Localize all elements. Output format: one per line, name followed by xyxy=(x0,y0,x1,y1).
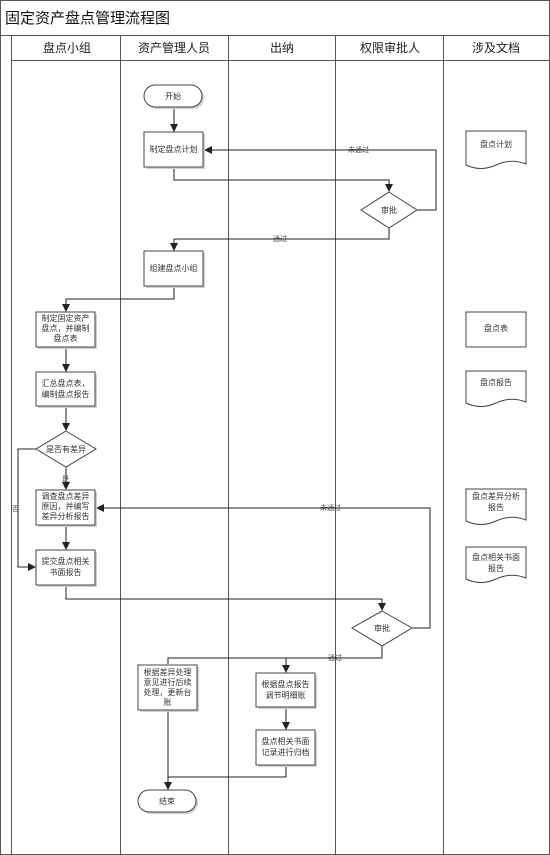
edge-plan-to-approve1 xyxy=(173,167,393,192)
svg-text:制定盘点计划: 制定盘点计划 xyxy=(150,144,198,154)
svg-text:调节明细账: 调节明细账 xyxy=(266,690,306,700)
edge-approve2-pass xyxy=(167,646,383,664)
decision-approve-1: 审批 xyxy=(360,191,418,229)
svg-text:调查盘点差异: 调查盘点差异 xyxy=(42,491,90,501)
svg-text:意见进行后续: 意见进行后续 xyxy=(144,677,192,687)
svg-text:盘点表: 盘点表 xyxy=(484,323,508,333)
edge-approve1-reject xyxy=(204,146,437,211)
process-handle-and-update-ledger: 根据差异处理 意见进行后续 处理，更新台 账 xyxy=(137,664,199,712)
process-form-team: 组建盘点小组 xyxy=(143,250,205,288)
svg-text:处理，更新台: 处理，更新台 xyxy=(144,687,192,697)
decision-has-difference: 是否有差异 xyxy=(35,430,97,468)
edge-label-reject-2: 未通过 xyxy=(320,503,341,512)
edge-decision-no xyxy=(17,448,36,571)
edge-label-no: 否 xyxy=(12,505,19,513)
process-count-assets: 制定固定资产 盘点，并编制 盘点表 xyxy=(35,311,97,349)
edge-approve1-pass xyxy=(170,228,390,251)
process-archive-records: 盘点相关书面 记录进行归档 xyxy=(255,729,317,767)
lane-header-team: 盘点小组 xyxy=(43,40,91,55)
svg-text:盘点报告: 盘点报告 xyxy=(480,377,512,387)
doc-written-report: 盘点相关书面 报告 xyxy=(465,546,527,583)
svg-text:盘点差异分析: 盘点差异分析 xyxy=(472,491,520,501)
svg-text:组建盘点小组: 组建盘点小组 xyxy=(150,263,198,273)
edge-submit-to-approve2 xyxy=(65,586,386,611)
edge-team-to-count xyxy=(62,287,175,312)
svg-text:盘点计划: 盘点计划 xyxy=(480,139,512,149)
svg-text:提交盘点相关: 提交盘点相关 xyxy=(42,556,90,566)
process-summary-report: 汇总盘点表， 编制盘点报告 xyxy=(35,371,97,408)
end-node: 结束 xyxy=(137,789,198,814)
doc-count-report: 盘点报告 xyxy=(465,370,527,407)
page-title: 固定资产盘点管理流程图 xyxy=(5,9,170,27)
edge-approve2-reject xyxy=(96,504,431,629)
lane-header-asset-manager: 资产管理人员 xyxy=(138,40,210,55)
svg-text:原因，并编写: 原因，并编写 xyxy=(42,501,90,511)
lane-header-cashier: 出纳 xyxy=(270,41,294,55)
process-adjust-ledger: 根据盘点报告 调节明细账 xyxy=(255,672,317,709)
process-make-plan: 制定盘点计划 xyxy=(143,131,205,169)
svg-text:结束: 结束 xyxy=(159,796,175,806)
lane-header-approver: 权限审批人 xyxy=(360,40,420,55)
doc-count-table: 盘点表 xyxy=(465,311,527,348)
svg-text:报告: 报告 xyxy=(488,563,504,573)
svg-text:审批: 审批 xyxy=(381,205,397,215)
edge-label-yes: 是 xyxy=(62,475,69,483)
svg-text:编制盘点报告: 编制盘点报告 xyxy=(42,389,90,399)
edge-archive-to-end xyxy=(164,766,287,790)
process-submit-report: 提交盘点相关 书面报告 xyxy=(35,549,97,587)
svg-text:盘点表: 盘点表 xyxy=(54,333,78,343)
svg-text:根据盘点报告: 根据盘点报告 xyxy=(262,679,310,689)
svg-text:制定固定资产: 制定固定资产 xyxy=(42,313,90,323)
edge-label-pass-2: 通过 xyxy=(328,653,342,662)
decision-approve-2: 审批 xyxy=(351,610,413,647)
svg-text:盘点相关书面: 盘点相关书面 xyxy=(262,736,310,746)
lane-header-docs: 涉及文档 xyxy=(472,40,520,55)
doc-count-plan: 盘点计划 xyxy=(465,130,527,169)
svg-text:汇总盘点表，: 汇总盘点表， xyxy=(42,378,90,388)
svg-text:账: 账 xyxy=(164,698,172,707)
doc-difference-analysis-report: 盘点差异分析 报告 xyxy=(465,488,527,525)
svg-text:记录进行归档: 记录进行归档 xyxy=(262,747,310,757)
svg-text:根据差异处理: 根据差异处理 xyxy=(144,667,192,677)
svg-text:审批: 审批 xyxy=(374,623,390,633)
svg-text:盘点，并编制: 盘点，并编制 xyxy=(42,323,90,333)
svg-text:盘点相关书面: 盘点相关书面 xyxy=(472,552,520,562)
edge-label-reject-1: 未通过 xyxy=(348,145,369,154)
svg-text:差异分析报告: 差异分析报告 xyxy=(42,511,90,521)
svg-text:开始: 开始 xyxy=(165,91,181,101)
edge-label-pass-1: 通过 xyxy=(273,234,287,243)
svg-text:是否有差异: 是否有差异 xyxy=(46,444,86,454)
start-node: 开始 xyxy=(143,84,204,109)
svg-text:书面报告: 书面报告 xyxy=(50,567,82,577)
process-investigate-difference: 调查盘点差异 原因，并编写 差异分析报告 xyxy=(35,489,97,527)
svg-text:报告: 报告 xyxy=(488,502,504,512)
